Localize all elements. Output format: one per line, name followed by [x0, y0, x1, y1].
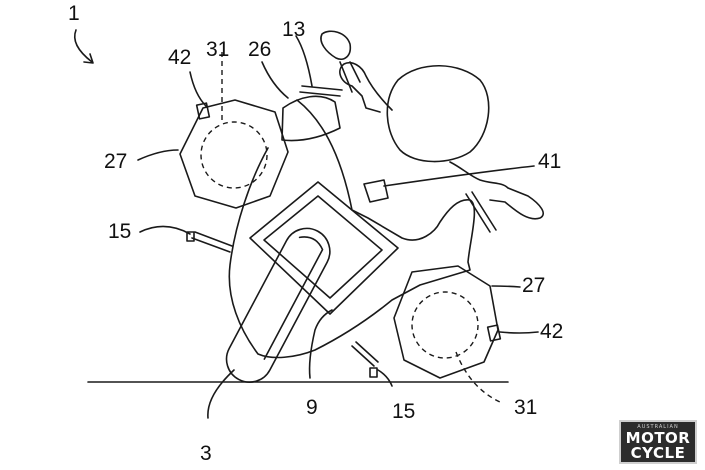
- rider-helmet: [386, 64, 490, 163]
- watermark-line1: MOTOR: [625, 429, 691, 447]
- label-housing-right: 27: [522, 274, 545, 297]
- label-tank: 26: [248, 38, 271, 61]
- label-sensor-left: 42: [168, 46, 191, 69]
- rider-arm-left: [339, 61, 393, 113]
- figure-ref-arrow: [73, 29, 94, 64]
- label-item-41: 41: [538, 150, 561, 173]
- watermark-line2: CYCLE: [630, 444, 686, 462]
- label-sensor-right: 42: [540, 320, 563, 343]
- label-frame: 9: [306, 396, 318, 419]
- housing-left: [179, 52, 289, 209]
- camera-left: [200, 121, 268, 189]
- sensor-left: [195, 102, 211, 120]
- label-footrest-left: 15: [108, 220, 131, 243]
- label-housing-left: 27: [104, 150, 127, 173]
- handlebar-right: [465, 191, 497, 233]
- footrest-right: [351, 341, 379, 378]
- front-tire: [225, 227, 331, 383]
- motorcycle-body: [228, 99, 476, 359]
- footrest-left: [186, 231, 233, 253]
- label-footrest-right: 15: [392, 400, 415, 423]
- item-41-box: [363, 179, 389, 203]
- watermark-top-text: AUSTRALIAN: [637, 424, 679, 430]
- rider-glove-left: [320, 30, 352, 60]
- label-handle: 13: [282, 18, 305, 41]
- sensor-right: [486, 324, 502, 342]
- fuel-tank: [281, 95, 341, 142]
- label-camera-right: 31: [514, 396, 537, 419]
- housing-right: [393, 265, 502, 403]
- handlebar-left: [299, 85, 343, 97]
- label-fig-ref: 1: [68, 2, 80, 25]
- rider-arm-right: [449, 161, 544, 220]
- frame-outer: [249, 181, 399, 315]
- label-camera-left: 31: [206, 38, 229, 61]
- frame-inner: [263, 195, 383, 299]
- watermark-logo: AUSTRALIAN MOTOR CYCLE: [619, 420, 697, 464]
- label-wheel: 3: [200, 442, 212, 465]
- leader-lines: [137, 35, 539, 419]
- camera-right: [411, 291, 479, 359]
